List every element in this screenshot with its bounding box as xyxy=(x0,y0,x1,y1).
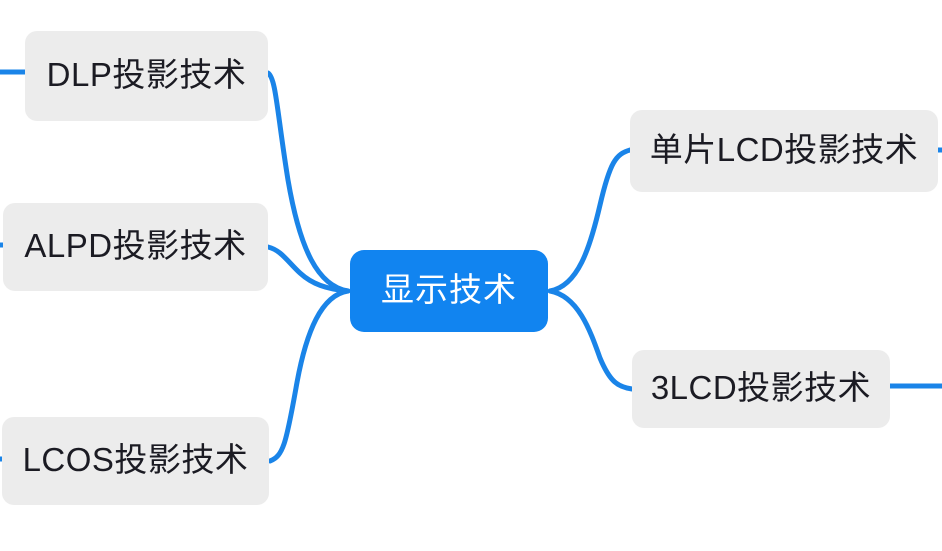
node-label: 显示技术 xyxy=(381,271,517,308)
edge-root-lcos xyxy=(267,288,351,464)
node-label: 3LCD投影技术 xyxy=(650,369,872,406)
edge-root-alpd xyxy=(265,244,351,294)
node-label: DLP投影技术 xyxy=(46,56,247,93)
node-label: ALPD投影技术 xyxy=(24,227,247,264)
edge-root-lcd3 xyxy=(547,288,635,392)
node-3lcd-projection[interactable]: 3LCD投影技术 xyxy=(632,350,890,428)
edge-root-dlp xyxy=(265,70,351,294)
node-label: LCOS投影技术 xyxy=(22,441,249,478)
node-root-display-technology[interactable]: 显示技术 xyxy=(350,250,548,332)
node-single-lcd-projection[interactable]: 单片LCD投影技术 xyxy=(630,110,938,192)
node-dlp-projection[interactable]: DLP投影技术 xyxy=(25,31,268,121)
edge-root-lcd1 xyxy=(547,147,633,294)
node-alpd-projection[interactable]: ALPD投影技术 xyxy=(3,203,268,291)
node-lcos-projection[interactable]: LCOS投影技术 xyxy=(2,417,269,505)
node-label: 单片LCD投影技术 xyxy=(649,131,919,168)
